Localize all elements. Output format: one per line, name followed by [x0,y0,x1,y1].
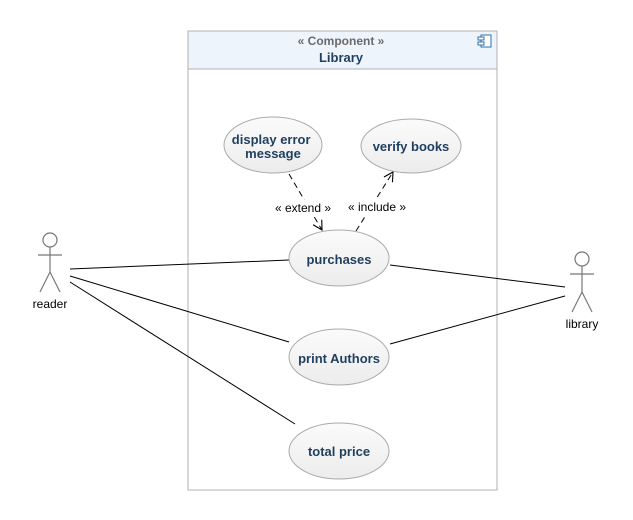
use-case-display-error[interactable]: display error message [223,116,323,174]
actor-library-head-icon [574,251,590,267]
use-case-total-price-label: total price [308,444,370,459]
association-library-print-authors[interactable] [389,295,566,345]
actor-library-label: library [566,317,599,331]
use-case-verify-books-label: verify books [373,139,450,154]
associations [69,259,566,425]
component-library[interactable]: « Component » Library [187,30,498,491]
actor-reader[interactable] [38,232,62,293]
extend-label-bg [271,200,335,216]
extend-label: « extend » [275,201,331,215]
use-case-display-error-line2: message [245,146,301,161]
use-case-print-authors[interactable]: print Authors [288,328,390,386]
association-reader-total-price[interactable] [69,281,296,425]
association-reader-purchases[interactable] [69,259,290,270]
include-label: « include » [348,200,406,214]
component-stereotype: « Component » [298,34,385,48]
use-case-total-price[interactable]: total price [288,422,390,480]
use-case-purchases-label: purchases [306,252,371,267]
use-case-purchases[interactable]: purchases [288,229,390,287]
association-library-purchases[interactable] [389,264,566,288]
component-name: Library [319,50,364,65]
use-case-print-authors-label: print Authors [298,351,380,366]
svg-text:display error message: display error message [232,132,314,161]
include-label-bg [343,199,411,215]
component-icon [477,34,492,48]
actor-reader-label: reader [33,297,68,311]
association-reader-print-authors[interactable] [69,275,290,343]
use-case-display-error-line1: display error [232,132,311,147]
use-case-verify-books[interactable]: verify books [360,118,462,174]
actor-library[interactable] [570,251,594,313]
actor-reader-head-icon [42,232,58,248]
component-header [187,30,498,70]
